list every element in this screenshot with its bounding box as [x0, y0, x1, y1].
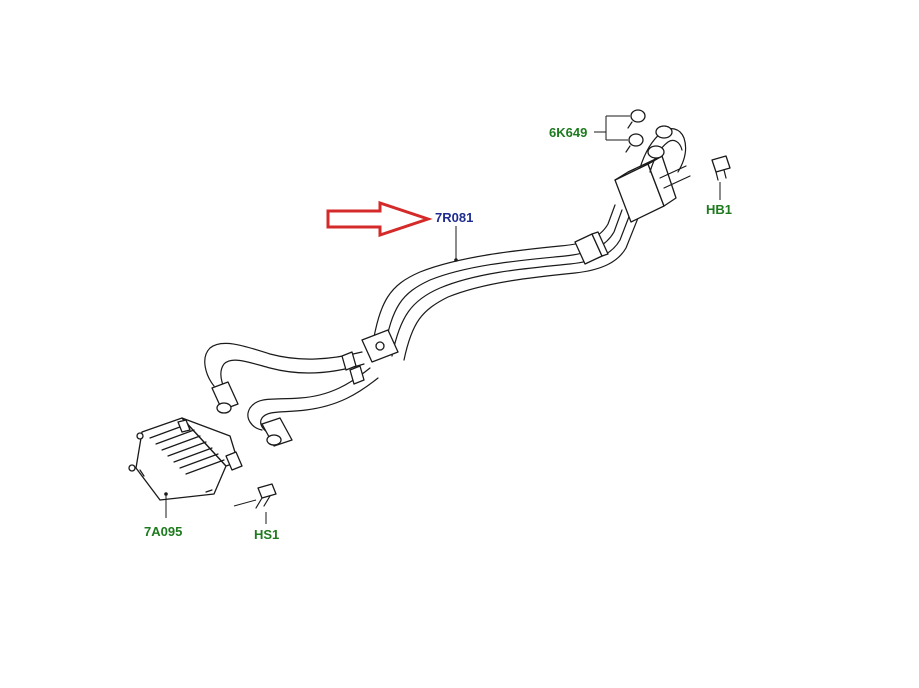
clip-leader: [594, 115, 630, 141]
bolt-hs1: [233, 483, 277, 524]
hose-assembly: [204, 109, 691, 447]
bolt-hb1: [711, 155, 731, 200]
highlight-arrow-icon: [326, 200, 433, 238]
callout-6k649: 6K649: [549, 125, 588, 140]
oil-cooler: [128, 417, 243, 518]
callout-7a095: 7A095: [144, 524, 183, 539]
callout-7r081: 7R081: [435, 210, 474, 225]
callout-hs1: HS1: [254, 527, 280, 542]
callout-hb1: HB1: [706, 202, 733, 217]
